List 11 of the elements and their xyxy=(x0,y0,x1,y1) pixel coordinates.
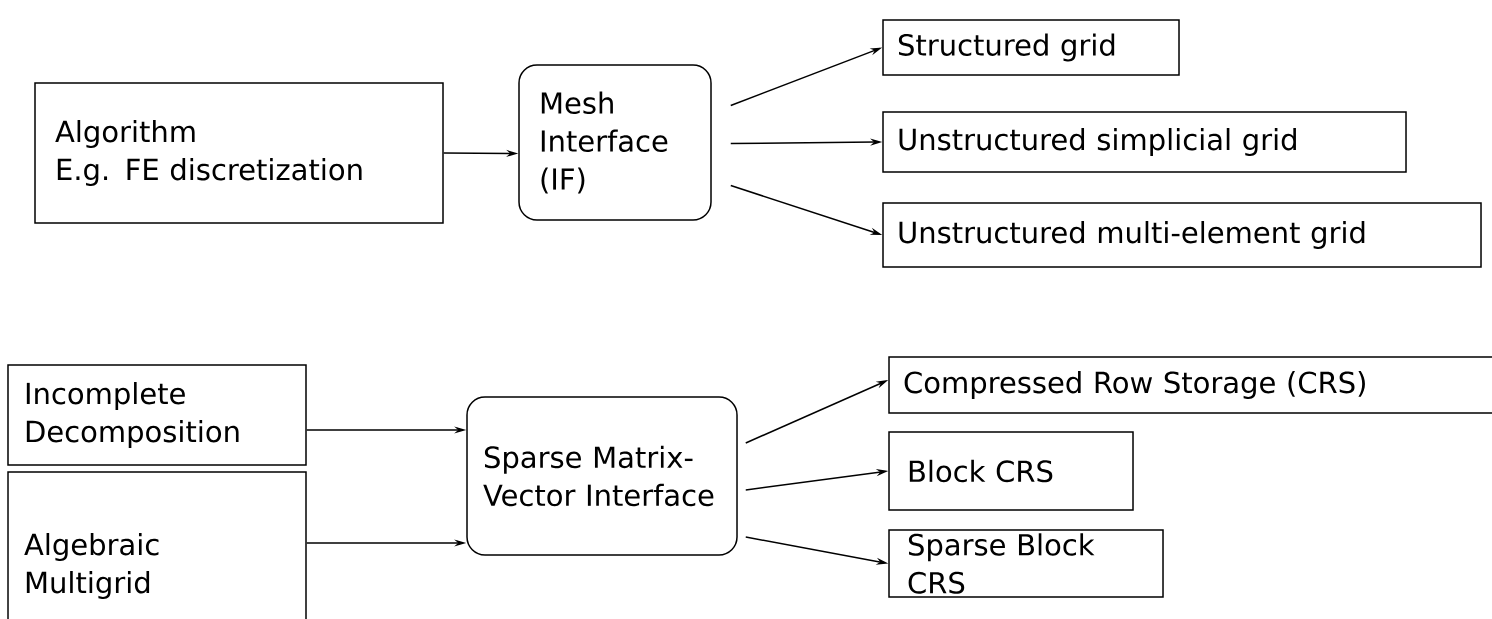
process-box: Incomplete Decomposition xyxy=(7,364,307,466)
process-box: Unstructured simplicial grid xyxy=(882,111,1407,173)
interface-box: Mesh Interface (IF) xyxy=(518,64,712,221)
interface-box: Sparse Matrix-Vector Interface xyxy=(466,396,738,556)
process-box: Sparse Block CRS xyxy=(888,529,1164,598)
process-box: Structured grid xyxy=(882,19,1180,76)
process-box: Unstructured multi-element grid xyxy=(882,202,1482,268)
process-box: Algebraic Multigrid xyxy=(7,471,307,619)
process-box: Block CRS xyxy=(888,431,1134,511)
process-box: Compressed Row Storage (CRS) xyxy=(888,356,1492,414)
process-box: Algorithm E.g. FE discretization xyxy=(34,82,444,224)
